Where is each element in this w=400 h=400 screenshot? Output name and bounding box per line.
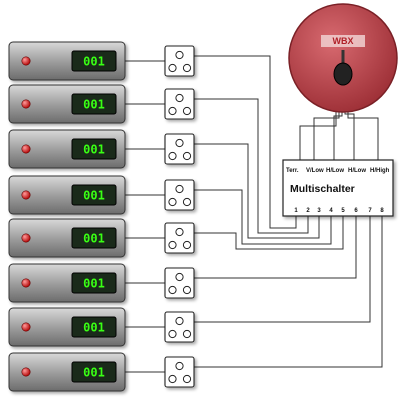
receiver-row: 001 [8, 218, 195, 258]
power-led-icon [21, 190, 31, 200]
coax-cables [125, 55, 383, 373]
switch-output-label: 7 [368, 208, 372, 214]
antenna-socket-icon [164, 45, 195, 77]
receiver-row: 001 [8, 175, 195, 215]
channel-display [71, 272, 117, 294]
multiswitch [282, 159, 394, 217]
socket-to-switch-cable [194, 216, 344, 250]
switch-output-label: 5 [341, 208, 345, 214]
channel-number: 001 [83, 98, 105, 112]
dish-logo-text: WBX [333, 36, 354, 46]
switch-input-label: Terr. [286, 168, 299, 174]
lnb-icon [333, 62, 353, 86]
channel-display [71, 50, 117, 72]
dish-logo-plate [321, 35, 365, 47]
channel-number: 001 [83, 232, 105, 246]
antenna-socket-icon [164, 356, 195, 388]
switch-output-label: 6 [354, 208, 358, 214]
switch-output-label: 8 [380, 208, 384, 214]
switch-output-label: 2 [306, 208, 310, 214]
socket-to-switch-cable [194, 55, 297, 229]
socket-to-switch-cable [194, 98, 309, 234]
channel-display [71, 93, 117, 115]
antenna-socket-icon [164, 222, 195, 254]
switch-input-label: H/Low [326, 168, 344, 174]
switch-output-label: 3 [317, 208, 321, 214]
antenna-socket-icon [164, 311, 195, 343]
power-led-icon [21, 367, 31, 377]
channel-number: 001 [83, 55, 105, 69]
receiver-row: 001 [8, 84, 195, 124]
power-led-icon [21, 99, 31, 109]
channel-number: 001 [83, 366, 105, 380]
socket-to-switch-cable [194, 143, 320, 239]
receiver-row: 001 [8, 41, 195, 81]
switch-input-label: V/Low [306, 168, 324, 174]
antenna-socket-icon [164, 88, 195, 120]
channel-display [71, 316, 117, 338]
switch-input-label: H/Low [348, 168, 366, 174]
power-led-icon [21, 278, 31, 288]
socket-to-switch-cable [194, 216, 383, 368]
switch-output-label: 4 [329, 208, 333, 214]
channel-number: 001 [83, 321, 105, 335]
channel-number: 001 [83, 277, 105, 291]
satellite-dish: WBX [288, 3, 398, 113]
multiswitch-title: Multischalter [290, 183, 355, 195]
channel-number: 001 [83, 143, 105, 157]
channel-display [71, 227, 117, 249]
power-led-icon [21, 56, 31, 66]
socket-to-switch-cable [194, 189, 332, 245]
channel-number: 001 [83, 189, 105, 203]
receiver-row: 001 [8, 307, 195, 347]
power-led-icon [21, 233, 31, 243]
switch-input-label: H/High [370, 168, 390, 174]
power-led-icon [21, 144, 31, 154]
channel-display [71, 184, 117, 206]
multiswitch-box [282, 159, 394, 217]
power-led-icon [21, 322, 31, 332]
channel-display [71, 361, 117, 383]
receiver-row: 001 [8, 352, 195, 392]
antenna-socket-icon [164, 133, 195, 165]
socket-to-switch-cable [194, 216, 357, 279]
antenna-socket-icon [164, 267, 195, 299]
antenna-socket-icon [164, 179, 195, 211]
channel-display [71, 138, 117, 160]
receiver-row: 001 [8, 129, 195, 169]
socket-to-switch-cable [194, 216, 371, 323]
receiver-row: 001 [8, 263, 195, 303]
switch-output-label: 1 [294, 208, 298, 214]
receiver-list: 001 001 001 001 001 001 001 001 [8, 41, 195, 392]
